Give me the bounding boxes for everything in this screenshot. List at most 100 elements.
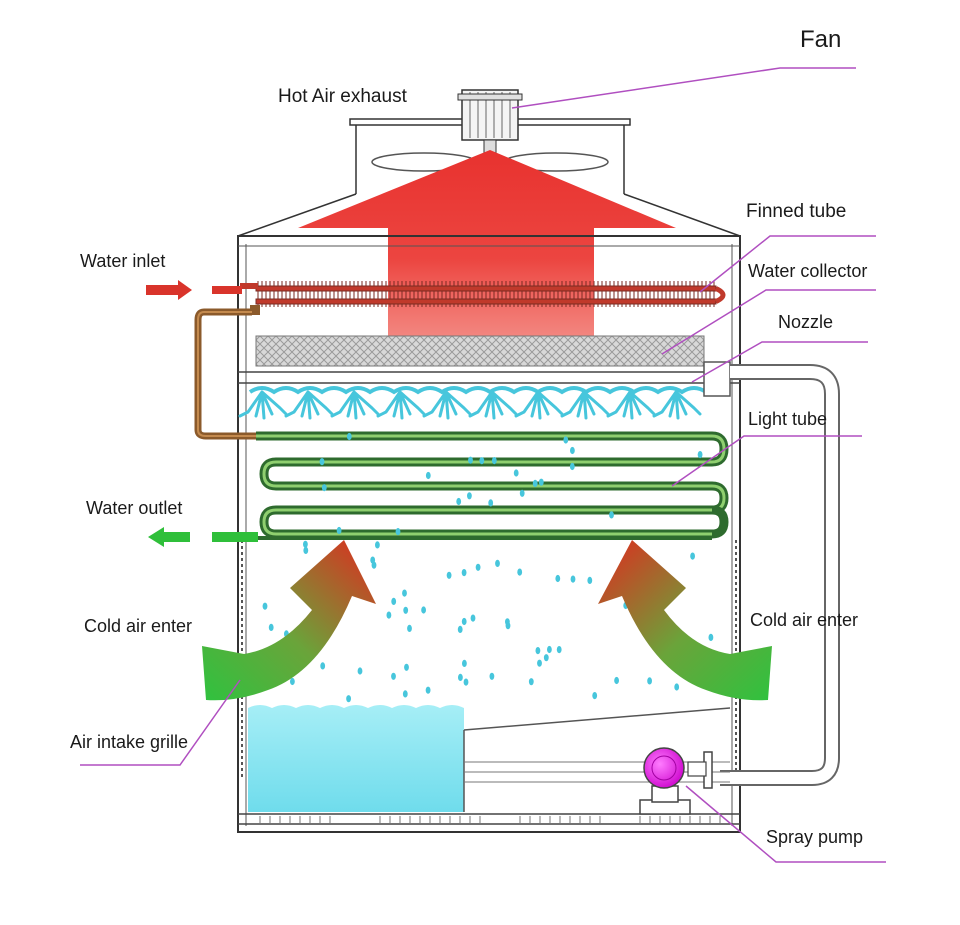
water-droplet (336, 526, 342, 535)
nozzle-spray (560, 390, 610, 420)
nozzle-spray (606, 390, 656, 420)
base-hatches (259, 816, 721, 823)
nozzle-spray (468, 390, 518, 420)
water-droplet (357, 667, 363, 675)
fan-motor (457, 89, 523, 163)
water-droplet (569, 462, 575, 471)
water-droplet (461, 569, 467, 577)
inlet-pipe-highlight (197, 311, 256, 437)
label-water-inlet: Water inlet (80, 251, 166, 271)
water-droplet (470, 614, 476, 622)
nozzle-spray (652, 390, 702, 420)
nozzle-spray (422, 390, 472, 420)
water-droplet (346, 432, 352, 441)
tower-frame (237, 235, 741, 833)
water-droplet (555, 574, 561, 583)
water-droplet (488, 499, 494, 507)
label-water-outlet: Water outlet (86, 498, 183, 518)
finned-tube (240, 281, 726, 315)
label-air-intake-grille: Air intake grille (70, 732, 189, 752)
label-fan: Fan (800, 26, 842, 53)
water-droplet (467, 492, 472, 500)
cold-air-arrow-left (202, 540, 376, 701)
nozzle-spray (376, 390, 426, 420)
water-droplet (519, 489, 525, 497)
water-droplet (556, 646, 562, 654)
water-droplet (391, 672, 396, 680)
nozzle-spray (330, 390, 380, 420)
leader-fan (511, 67, 856, 109)
inlet-pipe (194, 308, 256, 440)
water-droplet (517, 568, 523, 576)
water-droplet (647, 677, 652, 685)
light-tube (256, 431, 729, 540)
leader-spray-pump (685, 785, 886, 863)
water-droplet (479, 457, 485, 465)
nozzle-spray (514, 390, 564, 420)
water-droplet (495, 559, 500, 568)
spray-pipe (703, 361, 840, 786)
leader-nozzle (691, 341, 868, 383)
water-droplet (538, 478, 544, 486)
water-droplet (458, 673, 463, 682)
water-droplet (395, 528, 401, 536)
cold-air-arrow-right (598, 540, 772, 701)
water-droplet (346, 695, 351, 703)
water-droplet (570, 446, 575, 455)
water-droplet (268, 623, 274, 632)
water-droplet (543, 654, 549, 662)
water-droplet (614, 676, 619, 685)
water-droplet (563, 436, 569, 444)
label-cold-air-enter-right: Cold air enter (750, 610, 859, 630)
leader-light-tube (671, 435, 862, 487)
leader-water-collector (661, 289, 876, 355)
water-droplet (370, 556, 376, 564)
leader-lines (80, 67, 886, 863)
nozzle-spray (284, 390, 334, 420)
water-droplet (468, 456, 473, 464)
water-outlet-arrow (148, 527, 258, 547)
water-droplet (386, 611, 392, 619)
water-droplet (463, 678, 469, 686)
water-droplet (421, 606, 426, 614)
water-droplet (587, 576, 593, 585)
water-droplet (303, 546, 309, 555)
water-droplet (708, 633, 714, 642)
water-droplet (547, 645, 552, 654)
water-droplet (513, 469, 519, 477)
water-droplet (446, 571, 452, 579)
leader-air-intake-grille (80, 679, 241, 766)
label-nozzle: Nozzle (778, 312, 834, 332)
water-droplet (319, 458, 325, 466)
water-droplet (489, 672, 495, 680)
water-droplet (457, 625, 463, 634)
water-droplet (402, 589, 407, 597)
water-inlet-arrow (146, 280, 242, 300)
water-droplet (674, 683, 680, 691)
water-droplet (425, 471, 431, 480)
water-droplet (425, 686, 431, 694)
water-droplet (592, 692, 598, 700)
water-droplet (404, 663, 409, 671)
spray-pump (639, 747, 713, 815)
water-droplet (290, 677, 295, 686)
water-droplet (570, 575, 576, 583)
water-droplet (462, 659, 467, 668)
water-droplet (461, 617, 467, 626)
label-cold-air-enter-left: Cold air enter (84, 616, 193, 636)
label-water-collector: Water collector (748, 261, 868, 281)
nozzle-sprays (238, 386, 708, 420)
water-droplet (505, 622, 511, 630)
water-droplet (456, 497, 462, 506)
water-droplet (532, 479, 538, 487)
leader-finned-tube (699, 235, 876, 293)
water-droplet (690, 552, 695, 560)
basin-water (248, 705, 464, 812)
water-droplet (537, 659, 542, 667)
water-droplet (262, 602, 268, 610)
water-droplet (697, 451, 703, 459)
water-droplet (403, 606, 409, 614)
water-droplet (321, 484, 327, 492)
label-spray-pump: Spray pump (766, 827, 864, 847)
